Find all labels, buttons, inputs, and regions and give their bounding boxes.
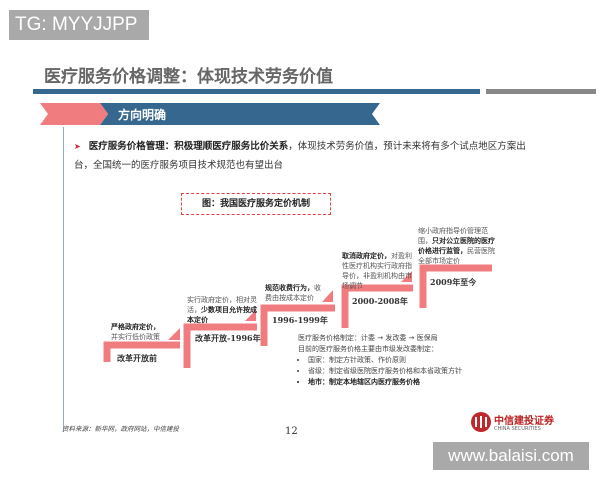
bullet-bold: 医疗服务价格管理：积极理顺医疗服务比价关系 [88, 141, 289, 152]
step-5-year: 2009年至今 [430, 277, 477, 287]
notes-item: 国家：制定方针政策、作价原则 [308, 355, 462, 366]
watermark-top: TG: MYYJJPP [9, 10, 149, 40]
step-2 [183, 323, 257, 368]
step-5 [419, 264, 492, 308]
step-1-desc: 严格政府定价，并实行低价政策 [111, 323, 160, 341]
step-3 [260, 304, 335, 346]
section-banner [40, 103, 380, 125]
bullet-text: ➤ 医疗服务价格管理：积极理顺医疗服务比价关系，体现技术劳务价值，预计未来将有多个… [74, 137, 534, 175]
notes-item: 省级：制定省级医院医疗服务价格和本省政策方针 [308, 366, 462, 377]
logo-text-cn: 中信建投证券 [494, 416, 554, 427]
pricing-notes: 医疗服务价格制定：计委 → 发改委 → 医保局 目前的医疗服务价格主要由市级发改… [298, 333, 462, 388]
step-4-desc: 取消政府定价，对盈利性医疗机构实行政府指导价，非盈利机构由市场调节 [342, 252, 412, 290]
title-rule-blue [33, 89, 480, 94]
section-line [63, 127, 64, 432]
bullet-arrow-icon: ➤ [74, 142, 81, 151]
china-securities-logo-icon [471, 412, 491, 432]
step-2-year: 改革开放-1996年 [195, 333, 261, 343]
chart-title: 图：我国医疗服务定价机制 [181, 193, 331, 215]
step-arrow-2 [245, 310, 256, 321]
source-note: 资料来源：新华网，政府网站，中信建投 [62, 425, 179, 433]
section-title: 方向明确 [118, 108, 167, 122]
page-title: 医疗服务价格调整：体现技术劳务价值 [44, 67, 333, 87]
step-2-desc: 实行政府定价，相对灵活，少数项目允许按成本定价 [187, 296, 257, 324]
step-3-desc: 规范收费行为，收费由按成本定价 [265, 284, 321, 302]
step-arrow-3 [322, 290, 333, 302]
bullet-rest: ，体现技术劳务价值，预计未来将有多个试点地区方案出台，全国统一的医疗服务项目技术… [74, 141, 526, 171]
logo-text-en: CHINA SECURITIES [494, 426, 541, 432]
step-5-desc: 缩小政府指导价管理范围，只对公立医院的医疗价格进行监管，民营医院全部市场定价 [418, 227, 495, 265]
step-4 [341, 284, 413, 328]
step-3-year: 1996-1999年 [272, 315, 328, 325]
step-1-year: 改革开放前 [117, 353, 157, 363]
watermark-bottom: www.balaisi.com [433, 442, 589, 470]
notes-item: 地市：制定本地辖区内医疗服务价格 [308, 377, 462, 388]
notes-line-1: 医疗服务价格制定：计委 → 发改委 → 医保局 [298, 334, 438, 342]
step-1 [103, 341, 180, 362]
page-number: 12 [285, 426, 298, 437]
step-arrow-1 [168, 328, 180, 340]
notes-line-2: 目前的医疗服务价格主要由市级发改委制定： [298, 345, 438, 353]
step-4-year: 2000-2008年 [352, 296, 408, 306]
step-arrow-4 [401, 271, 412, 282]
title-rule-gray [486, 89, 596, 94]
